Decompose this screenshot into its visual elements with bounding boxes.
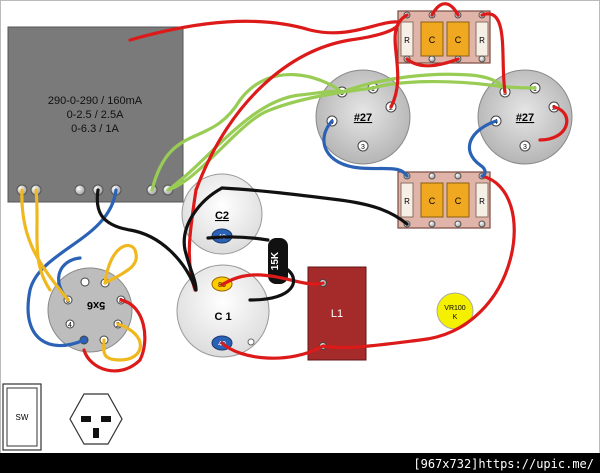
rc-bottom-r1: R [404, 197, 410, 206]
rc-bottom-r2: R [479, 197, 485, 206]
wires [20, 2, 569, 373]
transformer-spec-line3: 0-6.3 / 1A [71, 123, 119, 135]
rc-bottom-c1: C [429, 196, 436, 206]
capacitor-c2: C2 40 [181, 173, 263, 255]
transformer-spec-line2: 0-2.5 / 2.5A [67, 109, 125, 121]
c2-label: C2 [215, 210, 229, 222]
svg-text:4: 4 [68, 322, 72, 329]
resistor-15k: 15K [268, 238, 288, 284]
footer-bar: [967x732]https://upic.me/ [0, 453, 600, 473]
svg-text:3: 3 [523, 144, 527, 151]
tube-5x6: 5x6 6 4 8 2 [47, 267, 133, 353]
rc-board-bottom: R C C R [397, 171, 491, 229]
rc-bottom-c2: C [455, 196, 462, 206]
power-switch: SW [2, 383, 42, 451]
tube-5x6-label: 5x6 [87, 299, 105, 311]
switch-label: SW [16, 413, 29, 422]
pot-label-line1: VR100 [444, 305, 466, 312]
transformer-spec-line1: 290-0-290 / 160mA [48, 95, 143, 107]
rc-board-top: R C C R [397, 10, 491, 64]
footer-watermark: [967x732]https://upic.me/ [413, 457, 594, 471]
resistor-label: 15K [270, 251, 281, 270]
tube-27-right-label: #27 [516, 112, 534, 124]
choke-label: L1 [331, 308, 343, 320]
rc-top-r2: R [479, 36, 485, 45]
ac-socket [69, 393, 123, 445]
rc-top-r1: R [404, 36, 410, 45]
c1-label: C 1 [214, 311, 231, 323]
rc-top-c2: C [455, 35, 462, 45]
pot-label-line2: K [453, 314, 458, 321]
svg-text:3: 3 [361, 144, 365, 151]
tube-27-left-label: #27 [354, 112, 372, 124]
rc-top-c1: C [429, 35, 436, 45]
